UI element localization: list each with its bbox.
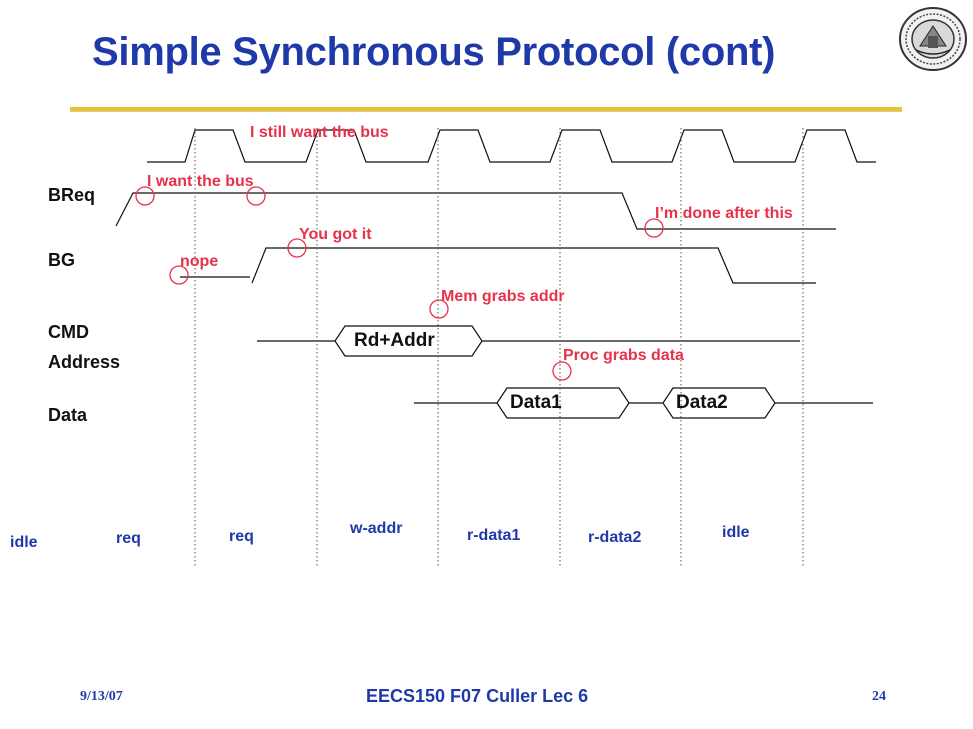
annotation-mem-grabs-addr: Mem grabs addr bbox=[441, 288, 565, 305]
title-underline bbox=[70, 107, 902, 111]
annotation-nope: nope bbox=[180, 253, 219, 270]
state-label: req bbox=[229, 528, 254, 545]
bg-waveform bbox=[251, 247, 816, 284]
clock-waveform bbox=[147, 129, 876, 163]
signal-label-data: Data bbox=[48, 405, 88, 425]
signal-label-breq: BReq bbox=[48, 185, 96, 205]
proc-grabs-marker bbox=[552, 361, 572, 381]
university-seal-icon bbox=[899, 7, 967, 71]
bg-nope-marker bbox=[169, 265, 189, 285]
annotation-proc-grabs-data: Proc grabs data bbox=[563, 347, 684, 364]
title-underline-shadow bbox=[70, 111, 902, 112]
mem-grabs-marker bbox=[429, 299, 449, 319]
state-label: r-data2 bbox=[588, 529, 642, 546]
bg-granted-marker bbox=[287, 238, 307, 258]
bus-value-rd-addr: Rd+Addr bbox=[354, 330, 435, 351]
state-label: req bbox=[116, 530, 141, 547]
annotation-want-bus: I want the bus bbox=[147, 173, 254, 190]
state-label: idle bbox=[10, 534, 38, 551]
slide-title: Simple Synchronous Protocol (cont) bbox=[92, 30, 776, 74]
bus-value-data1: Data1 bbox=[510, 392, 562, 413]
footer-course: EECS150 F07 Culler Lec 6 bbox=[366, 686, 589, 706]
state-label: w-addr bbox=[350, 520, 403, 537]
breq-waveform bbox=[115, 192, 836, 230]
signal-label-address: Address bbox=[48, 352, 121, 372]
state-label: r-data1 bbox=[467, 527, 521, 544]
state-label: idle bbox=[722, 524, 750, 541]
annotation-still-want-bus: I still want the bus bbox=[250, 124, 389, 141]
annotation-you-got-it: You got it bbox=[299, 226, 372, 243]
page-number: 24 bbox=[872, 689, 886, 704]
annotation-done-after-this: I’m done after this bbox=[655, 205, 793, 222]
breq-assert-marker bbox=[135, 186, 155, 206]
footer-date: 9/13/07 bbox=[80, 689, 123, 704]
bus-value-data2: Data2 bbox=[676, 392, 728, 413]
done-marker bbox=[644, 218, 664, 238]
breq-sample-marker bbox=[246, 186, 266, 206]
signal-label-bg: BG bbox=[48, 250, 75, 270]
signal-label-cmd: CMD bbox=[48, 322, 89, 342]
